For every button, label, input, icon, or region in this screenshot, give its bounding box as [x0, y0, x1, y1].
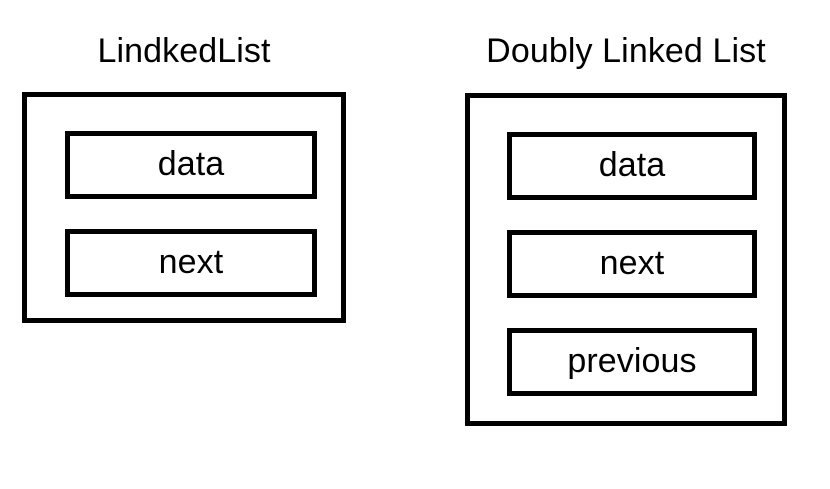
node-card-linkedlist: data next: [22, 92, 346, 323]
field-label-next-doubly: next: [599, 244, 665, 282]
field-label-data: data: [157, 145, 225, 183]
node-group-doubly-linked-list: Doubly Linked List data next previous: [465, 30, 787, 426]
field-box-previous-doubly: previous: [507, 328, 757, 396]
field-label-data-doubly: data: [598, 146, 666, 184]
field-box-data: data: [65, 131, 317, 199]
field-label-previous-doubly: previous: [567, 342, 697, 380]
field-label-next: next: [158, 243, 224, 281]
node-title-doubly-linked-list: Doubly Linked List: [486, 32, 766, 70]
field-box-next-doubly: next: [507, 230, 757, 298]
node-card-doubly-linked-list: data next previous: [465, 93, 787, 426]
field-box-next: next: [65, 229, 317, 297]
node-title-linkedlist: LindkedList: [97, 32, 271, 70]
field-box-data-doubly: data: [507, 132, 757, 200]
node-group-linkedlist: LindkedList data next: [22, 30, 346, 323]
